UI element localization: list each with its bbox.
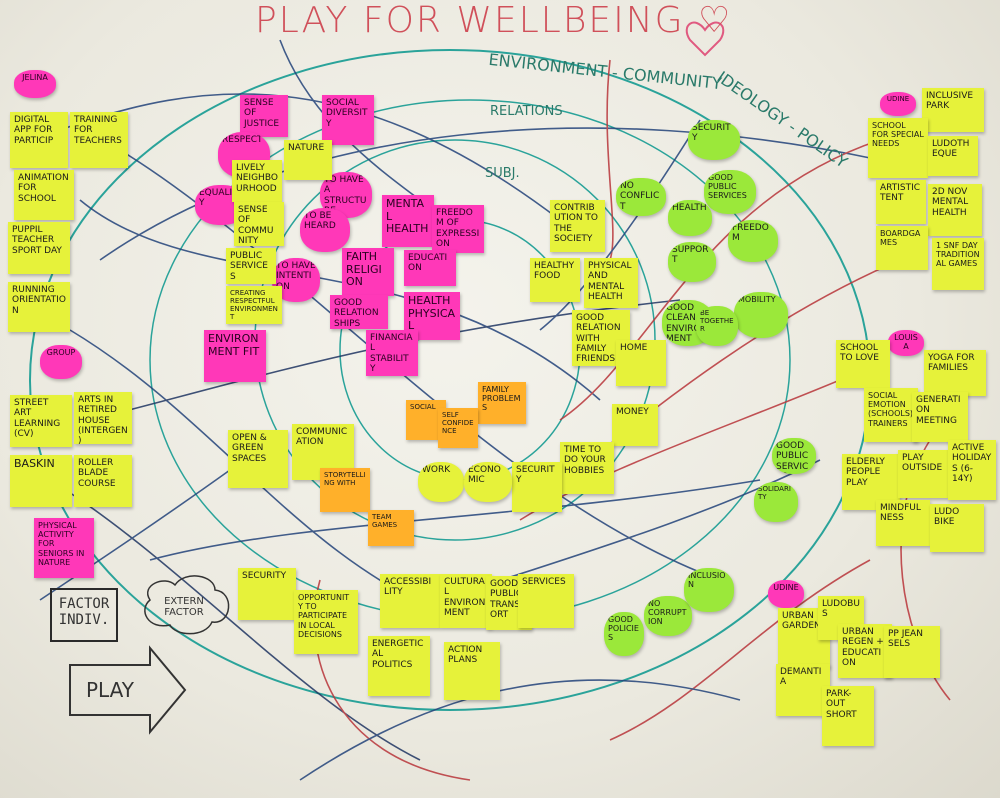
- note-mid-14: OPEN & GREEN SPACES: [228, 430, 288, 488]
- note-bottom-3: ACCESSIBILITY: [380, 574, 440, 628]
- note-green-1: SECURITY: [688, 120, 740, 160]
- note-mid-6: CONTRIBUTION TO THE SOCIETY: [550, 200, 605, 252]
- note-bottom-7: ENERGETICAL POLITICS: [368, 636, 430, 696]
- note-pink-14: FINANCIAL STABILITY: [366, 330, 418, 376]
- note-bottom-6: SERVICES: [518, 574, 574, 628]
- note-green-9: BE TOGETHER: [696, 306, 738, 346]
- note-mid-18: WORK: [418, 462, 464, 502]
- note-pink-2: SOCIAL DIVERSITY: [322, 95, 374, 145]
- group-label-top-right: UDINE: [880, 92, 916, 116]
- note-right-9: YOGA FOR FAMILIES: [924, 350, 986, 396]
- note-right-11: GENERATION MEETING: [912, 392, 968, 442]
- note-pink-8: MENTAL HEALTH: [382, 195, 434, 247]
- note-right-5: 2D NOV MENTAL HEALTH: [928, 184, 982, 236]
- note-green-3: NO CONFLICT: [616, 178, 666, 216]
- note-green-6: SUPPORT: [668, 242, 716, 282]
- note-mid-16: STORYTELLING WITH: [320, 468, 370, 512]
- note-green-14: INCLUSION: [684, 568, 734, 612]
- note-mid-13: SECURITY: [512, 462, 562, 512]
- note-left-5: RUNNING ORIENTATION: [8, 282, 70, 332]
- group-label-jelina: JELINA: [14, 70, 56, 98]
- note-pink-11: GOOD RELATIONSHIPS: [330, 295, 388, 329]
- note-right-2: SCHOOL FOR SPECIAL NEEDS: [868, 118, 928, 178]
- note-pink-12: EDUCATION: [404, 250, 456, 286]
- note-mid-1: LIVELY NEIGHBOURHOOD: [232, 160, 282, 202]
- note-right-7: 1 SNF DAY TRADITIONAL GAMES: [932, 238, 984, 290]
- note-left-9: ROLLER BLADE COURSE: [74, 455, 132, 507]
- ring-label-relations: RELATIONS: [490, 104, 563, 119]
- note-right-8: SCHOOL TO LOVE: [836, 340, 890, 388]
- note-right-15: MINDFULNESS: [876, 500, 930, 546]
- note-green-12: GOOD POLICIES: [604, 612, 644, 656]
- note-mid-5: CREATING RESPECTFUL ENVIRONMENT: [226, 286, 282, 324]
- note-mid-8: PHYSICAL AND MENTAL HEALTH: [584, 258, 638, 308]
- note-mid-21: FAMILY PROBLEMS: [478, 382, 526, 424]
- note-pink-9: FREEDOM OF EXPRESSION: [432, 205, 484, 253]
- note-right-14: ACTIVE HOLIDAYS (6-14Y): [948, 440, 996, 500]
- note-green-11: SOLIDARITY: [754, 482, 798, 522]
- group-label-group: GROUP: [40, 345, 82, 379]
- note-pink-1: SENSE OF JUSTICE: [240, 95, 288, 137]
- note-left-7: ARTS IN RETIRED HOUSE (INTERGEN): [74, 392, 132, 444]
- play-arrow-label: PLAY: [86, 678, 134, 702]
- note-right-20: PP JEAN SELS: [884, 626, 940, 678]
- note-left-2: TRAINING FOR TEACHERS: [70, 112, 128, 168]
- note-green-2: GOOD PUBLIC SERVICES: [704, 170, 756, 214]
- note-green-5: FREEDOM: [728, 220, 778, 262]
- note-right-3: LUDOTHEQUE: [928, 136, 978, 176]
- external-factor-label: EXTERN FACTOR: [152, 596, 216, 618]
- note-left-3: ANIMATION FOR SCHOOL: [14, 170, 74, 220]
- note-mid-17: TEAM GAMES: [368, 510, 414, 546]
- note-mid-2: NATURE: [284, 140, 332, 180]
- note-mid-4: PUBLIC SERVICES: [226, 248, 276, 284]
- page-title: PLAY FOR WELLBEING ♡: [255, 0, 732, 41]
- note-right-16: LUDO BIKE: [930, 504, 984, 552]
- note-right-22: PARK-OUT SHORT: [822, 686, 874, 746]
- note-left-8: BASKIN: [10, 455, 72, 507]
- note-left-4: PUPPIL TEACHER SPORT DAY: [8, 222, 70, 274]
- note-mid-3: SENSE OF COMMUNITY: [234, 202, 284, 246]
- note-right-6: BOARDGAMES: [876, 226, 928, 270]
- note-pink-6: TO BE HEARD: [300, 208, 350, 252]
- note-green-10: GOOD PUBLIC SERVICES: [772, 438, 816, 474]
- note-right-4: ARTISTIC TENT: [876, 180, 926, 224]
- note-right-10: SOCIAL EMOTION (SCHOOLS) TRAINERS: [864, 388, 918, 442]
- note-mid-11: MONEY: [612, 404, 658, 446]
- note-mid-7: HEALTHY FOOD: [530, 258, 580, 302]
- note-mid-19: ECONOMIC: [464, 462, 512, 502]
- note-right-13: PLAY OUTSIDE: [898, 450, 948, 498]
- note-mid-12: TIME TO DO YOUR HOBBIES: [560, 442, 614, 494]
- note-pink-15: ENVIRONMENT FIT: [204, 330, 266, 382]
- note-green-7: MOBILITY: [734, 292, 788, 338]
- note-mid-22: SELF CONFIDENCE: [438, 408, 478, 448]
- note-bottom-4: CULTURAL ENVIRONMENT: [440, 574, 492, 628]
- note-bottom-2: OPPORTUNITY TO PARTICIPATE IN LOCAL DECI…: [294, 590, 358, 654]
- ring-label-subject: SUBJ.: [485, 166, 520, 181]
- note-pink-10: FAITH RELIGION: [342, 248, 394, 296]
- factor-individual-box: FACTOR INDIV.: [50, 588, 118, 642]
- note-mid-10: HOME: [616, 340, 666, 386]
- note-right-1: INCLUSIVE PARK: [922, 88, 984, 132]
- note-bottom-1: SECURITY: [238, 568, 296, 620]
- note-left-10: PHYSICAL ACTIVITY FOR SENIORS IN NATURE: [34, 518, 94, 578]
- note-green-13: NO CORRUPTION: [644, 596, 692, 636]
- note-bottom-8: ACTION PLANS: [444, 642, 500, 700]
- group-label-udine: UDINE: [768, 580, 804, 608]
- note-left-1: DIGITAL APP FOR PARTICIP: [10, 112, 68, 168]
- note-left-6: STREET ART LEARNING (CV): [10, 395, 72, 447]
- note-green-4: HEALTH: [668, 200, 712, 236]
- group-label-louisa: LOUISA: [888, 330, 924, 356]
